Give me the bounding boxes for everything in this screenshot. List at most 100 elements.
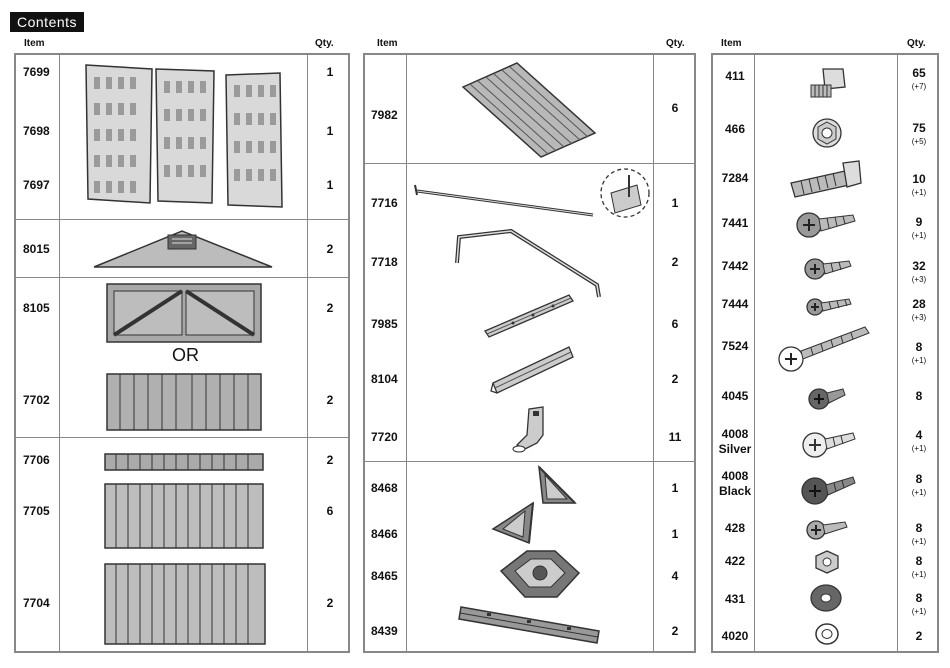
col2-item-header: Item — [377, 38, 398, 49]
spare-qty: (+7) — [911, 82, 927, 91]
item-qty: 1 — [671, 196, 679, 210]
item-variant: Silver — [718, 442, 752, 456]
item-code: 7706 — [23, 453, 50, 467]
or-label: OR — [172, 345, 199, 365]
drill-screw-7524-icon — [778, 326, 870, 372]
item-code: 8465 — [371, 569, 398, 583]
col1-item-header: Item — [24, 38, 45, 49]
flange-nut-466-icon — [812, 118, 842, 148]
item-qty: 8(+1) — [899, 341, 939, 367]
item-qty: 2 — [326, 242, 334, 256]
ridge-bar-7716-illustration — [414, 168, 650, 218]
door-7702-illustration — [106, 373, 262, 431]
col3-item-header: Item — [721, 38, 742, 49]
floor-7705-illustration — [104, 483, 264, 549]
item-qty: 1 — [326, 178, 334, 192]
item-qty: 2 — [326, 393, 334, 407]
item-code: 7985 — [371, 317, 398, 331]
item-qty: 32(+3) — [899, 260, 939, 286]
item-code: 7284 — [721, 171, 749, 185]
item-code: 7702 — [23, 393, 50, 407]
roof-panel-7982-illustration — [461, 62, 597, 158]
item-code: 431 — [724, 592, 746, 606]
screw-4008-black-icon — [801, 476, 856, 505]
item-qty: 9(+1) — [899, 216, 939, 242]
item-code: 8468 — [371, 481, 398, 495]
spare-qty: (+3) — [911, 275, 927, 284]
profile-8104-illustration — [490, 346, 574, 394]
square-bolt-7284-icon — [790, 160, 862, 198]
item-code: 411 — [725, 69, 745, 83]
wall-panel-7697-illustration — [225, 72, 283, 208]
item-qty: 2 — [671, 255, 679, 269]
parts-table-1: 7699 1 7698 1 7697 1 8015 2 8105 2 OR 77… — [14, 53, 350, 653]
hex-nut-422-icon — [815, 550, 839, 574]
spare-qty: (+1) — [911, 231, 927, 240]
item-code: 7699 — [23, 65, 50, 79]
item-code: 7982 — [371, 108, 398, 122]
item-code: 8466 — [371, 527, 398, 541]
corner-bracket-8466-illustration — [491, 501, 534, 545]
profile-7985-illustration — [484, 294, 574, 338]
item-code: 8439 — [371, 624, 398, 638]
spare-qty: (+1) — [911, 607, 927, 616]
spare-qty: (+1) — [911, 188, 927, 197]
item-code: 7697 — [23, 178, 50, 192]
item-qty: 2 — [326, 596, 334, 610]
item-qty: 1 — [326, 65, 334, 79]
screw-7441-icon — [796, 212, 856, 238]
spare-qty: (+1) — [911, 444, 927, 453]
screw-428-icon — [806, 520, 848, 540]
item-qty: 8(+1) — [899, 555, 939, 581]
item-qty: 8(+1) — [899, 522, 939, 548]
gable-8015-illustration — [93, 230, 273, 268]
square-bolt-411-icon — [810, 68, 846, 98]
item-qty: 1 — [671, 527, 679, 541]
spare-qty: (+1) — [911, 488, 927, 497]
item-qty: 11 — [668, 430, 682, 444]
parts-table-2: 7982 6 7716 1 7718 2 7985 6 8104 2 7720 … — [363, 53, 696, 653]
item-code: 7704 — [23, 596, 50, 610]
item-qty: 2 — [671, 624, 679, 638]
item-code: 7442 — [721, 259, 749, 273]
col3-qty-header: Qty. — [907, 38, 926, 49]
item-code: 8105 — [23, 301, 50, 315]
item-qty: 8(+1) — [899, 473, 939, 499]
item-code: 7524 — [721, 339, 749, 353]
item-qty: 4 — [671, 569, 679, 583]
item-qty: 6 — [671, 101, 679, 115]
item-qty: 4(+1) — [899, 429, 939, 455]
spare-qty: (+1) — [911, 356, 927, 365]
col2-qty-header: Qty. — [666, 38, 685, 49]
item-qty: 6 — [326, 504, 334, 518]
item-code: 7698 — [23, 124, 50, 138]
item-qty: 1 — [671, 481, 679, 495]
hex-bracket-8465-illustration — [499, 550, 581, 598]
screw-7444-icon — [806, 298, 852, 316]
item-code: 8015 — [23, 242, 50, 256]
rail-8439-illustration — [458, 606, 600, 644]
spare-qty: (+1) — [911, 570, 927, 579]
spare-qty: (+5) — [911, 137, 927, 146]
item-code: 8104 — [371, 372, 398, 386]
floor-7704-illustration — [104, 563, 266, 645]
wall-panel-7698-illustration — [155, 68, 215, 204]
item-code: 428 — [724, 521, 746, 535]
hardware-table: 411 466 7284 7441 7442 7444 7524 4045 40… — [711, 53, 939, 653]
spare-qty: (+1) — [911, 537, 927, 546]
item-qty: 65(+7) — [899, 67, 939, 93]
item-code: 7705 — [23, 504, 50, 518]
spare-qty: (+3) — [911, 313, 927, 322]
item-code: 4045 — [721, 389, 749, 403]
item-code: 422 — [724, 554, 746, 568]
item-qty: 8 — [915, 389, 923, 403]
item-qty: 1 — [326, 124, 334, 138]
washer-431-icon — [810, 584, 842, 612]
item-qty: 2 — [326, 453, 334, 467]
screw-4045-icon — [808, 388, 846, 410]
item-qty: 8(+1) — [899, 592, 939, 618]
screw-7442-icon — [804, 258, 852, 280]
door-8105-illustration — [106, 283, 262, 343]
